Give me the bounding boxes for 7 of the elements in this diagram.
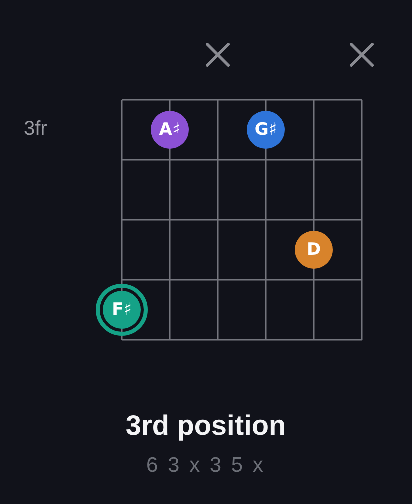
chord-title: 3rd position — [126, 410, 286, 441]
fingering-label: 6 3 x 3 5 x — [146, 454, 266, 477]
fret-number: 3fr — [24, 118, 48, 141]
note-marker: A♯ — [151, 111, 189, 149]
note-marker: D — [295, 231, 333, 269]
root-note-marker: F♯ — [96, 284, 148, 336]
note-marker: G♯ — [247, 111, 285, 149]
